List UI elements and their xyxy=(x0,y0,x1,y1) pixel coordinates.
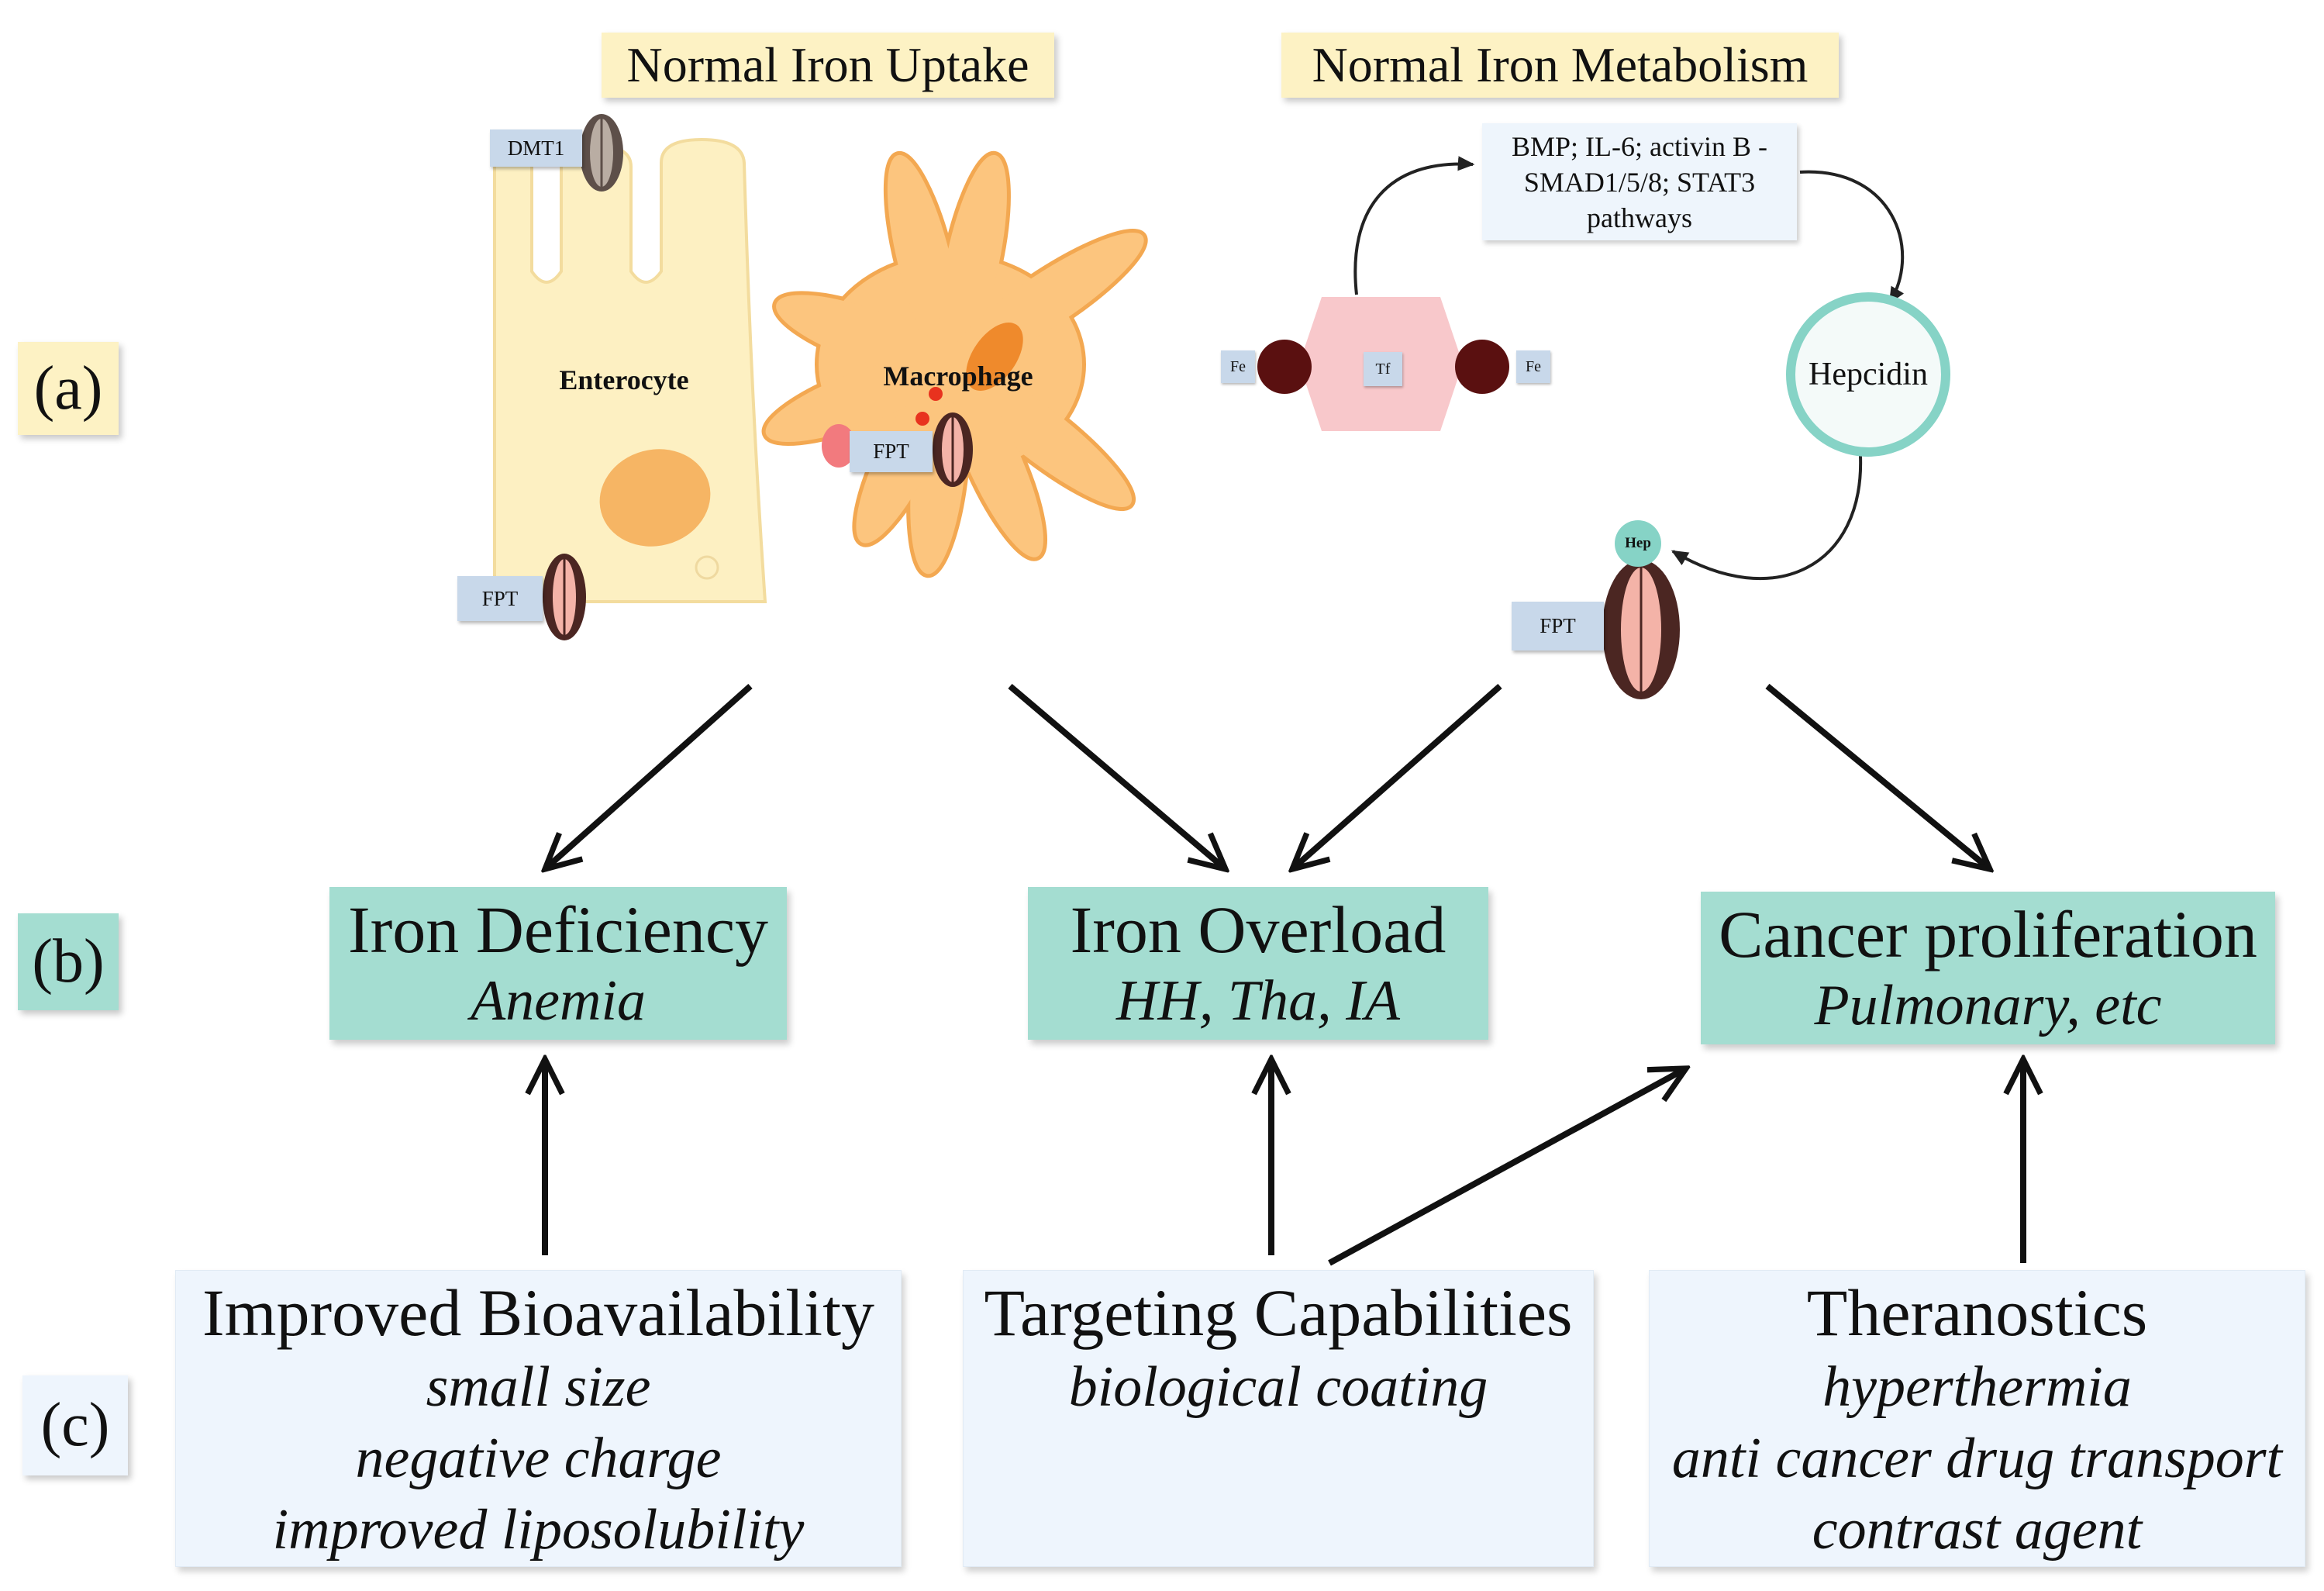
hepcidin-fpt-label: FPT xyxy=(1512,602,1604,651)
header-normal-iron-uptake: Normal Iron Uptake xyxy=(602,33,1054,98)
condition-title: Cancer proliferation xyxy=(1719,896,2257,972)
property-line: anti cancer drug transport xyxy=(1671,1427,2283,1490)
arrow-uptake-to-overload xyxy=(1008,683,1226,869)
hepcidin-ferroportin xyxy=(1602,560,1680,699)
condition-subtitle: Pulmonary, etc xyxy=(1814,973,2162,1037)
property-line: improved liposolubility xyxy=(272,1498,805,1562)
condition-subtitle: HH, Tha, IA xyxy=(1116,968,1400,1033)
enterocyte-vesicle xyxy=(695,555,719,580)
signaling-line: SMAD1/5/8; STAT3 xyxy=(1523,166,1756,198)
panel-label-b: (b) xyxy=(18,913,119,1010)
enterocyte-nucleus xyxy=(599,449,711,547)
arrow-metabolism-to-overload xyxy=(1292,683,1502,869)
property-improved-bioavailability: Improved Bioavailability small size nega… xyxy=(175,1270,902,1567)
property-theranostics: Theranostics hyperthermia anti cancer dr… xyxy=(1649,1270,2305,1567)
condition-iron-overload: Iron Overload HH, Tha, IA xyxy=(1028,887,1488,1040)
enterocyte-fpt-label: FPT xyxy=(457,576,543,621)
arrow-transferrin-to-signaling xyxy=(1353,156,1475,295)
property-line: negative charge xyxy=(355,1427,722,1490)
condition-subtitle: Anemia xyxy=(470,968,647,1033)
dmt1-label: DMT1 xyxy=(490,129,582,167)
macrophage-fpt-label: FPT xyxy=(850,431,933,472)
macrophage-label: Macrophage xyxy=(883,361,1033,392)
arrow-targeting-to-cancer xyxy=(1328,1068,1686,1266)
condition-cancer-proliferation: Cancer proliferation Pulmonary, etc xyxy=(1701,892,2275,1044)
signaling-pathways-box: BMP; IL-6; activin B - SMAD1/5/8; STAT3 … xyxy=(1482,123,1797,240)
iron-atom-right xyxy=(1455,340,1509,394)
property-title: Targeting Capabilities xyxy=(984,1275,1573,1350)
bound-hepcidin-dot xyxy=(1615,520,1661,567)
enterocyte-ferroportin xyxy=(543,554,586,640)
bound-hepcidin-label: Hep xyxy=(1625,535,1651,551)
signaling-line: pathways xyxy=(1587,202,1692,233)
dmt1-transporter xyxy=(580,114,623,192)
condition-iron-deficiency: Iron Deficiency Anemia xyxy=(329,887,787,1040)
condition-title: Iron Overload xyxy=(1070,892,1446,967)
hepcidin-circle xyxy=(1786,292,1950,457)
signaling-line: BMP; IL-6; activin B - xyxy=(1512,130,1767,162)
phagocytosed-erythrocyte xyxy=(822,424,856,468)
condition-title: Iron Deficiency xyxy=(348,892,768,967)
arrow-hepcidin-to-ferroportin xyxy=(1671,455,1863,581)
iron-label-right: Fe xyxy=(1516,350,1550,383)
hepcidin-label: Hepcidin xyxy=(1809,357,1928,392)
iron-label-left: Fe xyxy=(1221,350,1255,383)
property-title: Improved Bioavailability xyxy=(202,1275,874,1350)
iron-granule xyxy=(929,387,943,401)
property-title: Theranostics xyxy=(1806,1275,2148,1350)
enterocyte-label: Enterocyte xyxy=(559,364,689,395)
iron-atom-left xyxy=(1257,340,1312,394)
arrow-uptake-to-deficiency xyxy=(545,684,753,869)
header-normal-iron-metabolism: Normal Iron Metabolism xyxy=(1281,33,1839,98)
macrophage-cell xyxy=(757,149,1157,577)
panel-label-c: (c) xyxy=(22,1375,128,1475)
macrophage-ferroportin xyxy=(933,412,973,487)
transferrin-label: Tf xyxy=(1364,352,1402,386)
arrow-signaling-to-hepcidin xyxy=(1799,170,1905,305)
property-line: small size xyxy=(426,1355,651,1419)
property-line: biological coating xyxy=(1068,1355,1488,1419)
property-line: hyperthermia xyxy=(1822,1355,2132,1419)
property-targeting-capabilities: Targeting Capabilities biological coatin… xyxy=(963,1270,1594,1567)
arrow-metabolism-to-cancer xyxy=(1765,683,1990,869)
property-line: contrast agent xyxy=(1812,1498,2143,1562)
enterocyte-cell xyxy=(493,137,767,603)
iron-granule xyxy=(915,412,929,426)
macrophage-nucleus xyxy=(966,323,1023,391)
panel-label-a: (a) xyxy=(18,342,119,435)
